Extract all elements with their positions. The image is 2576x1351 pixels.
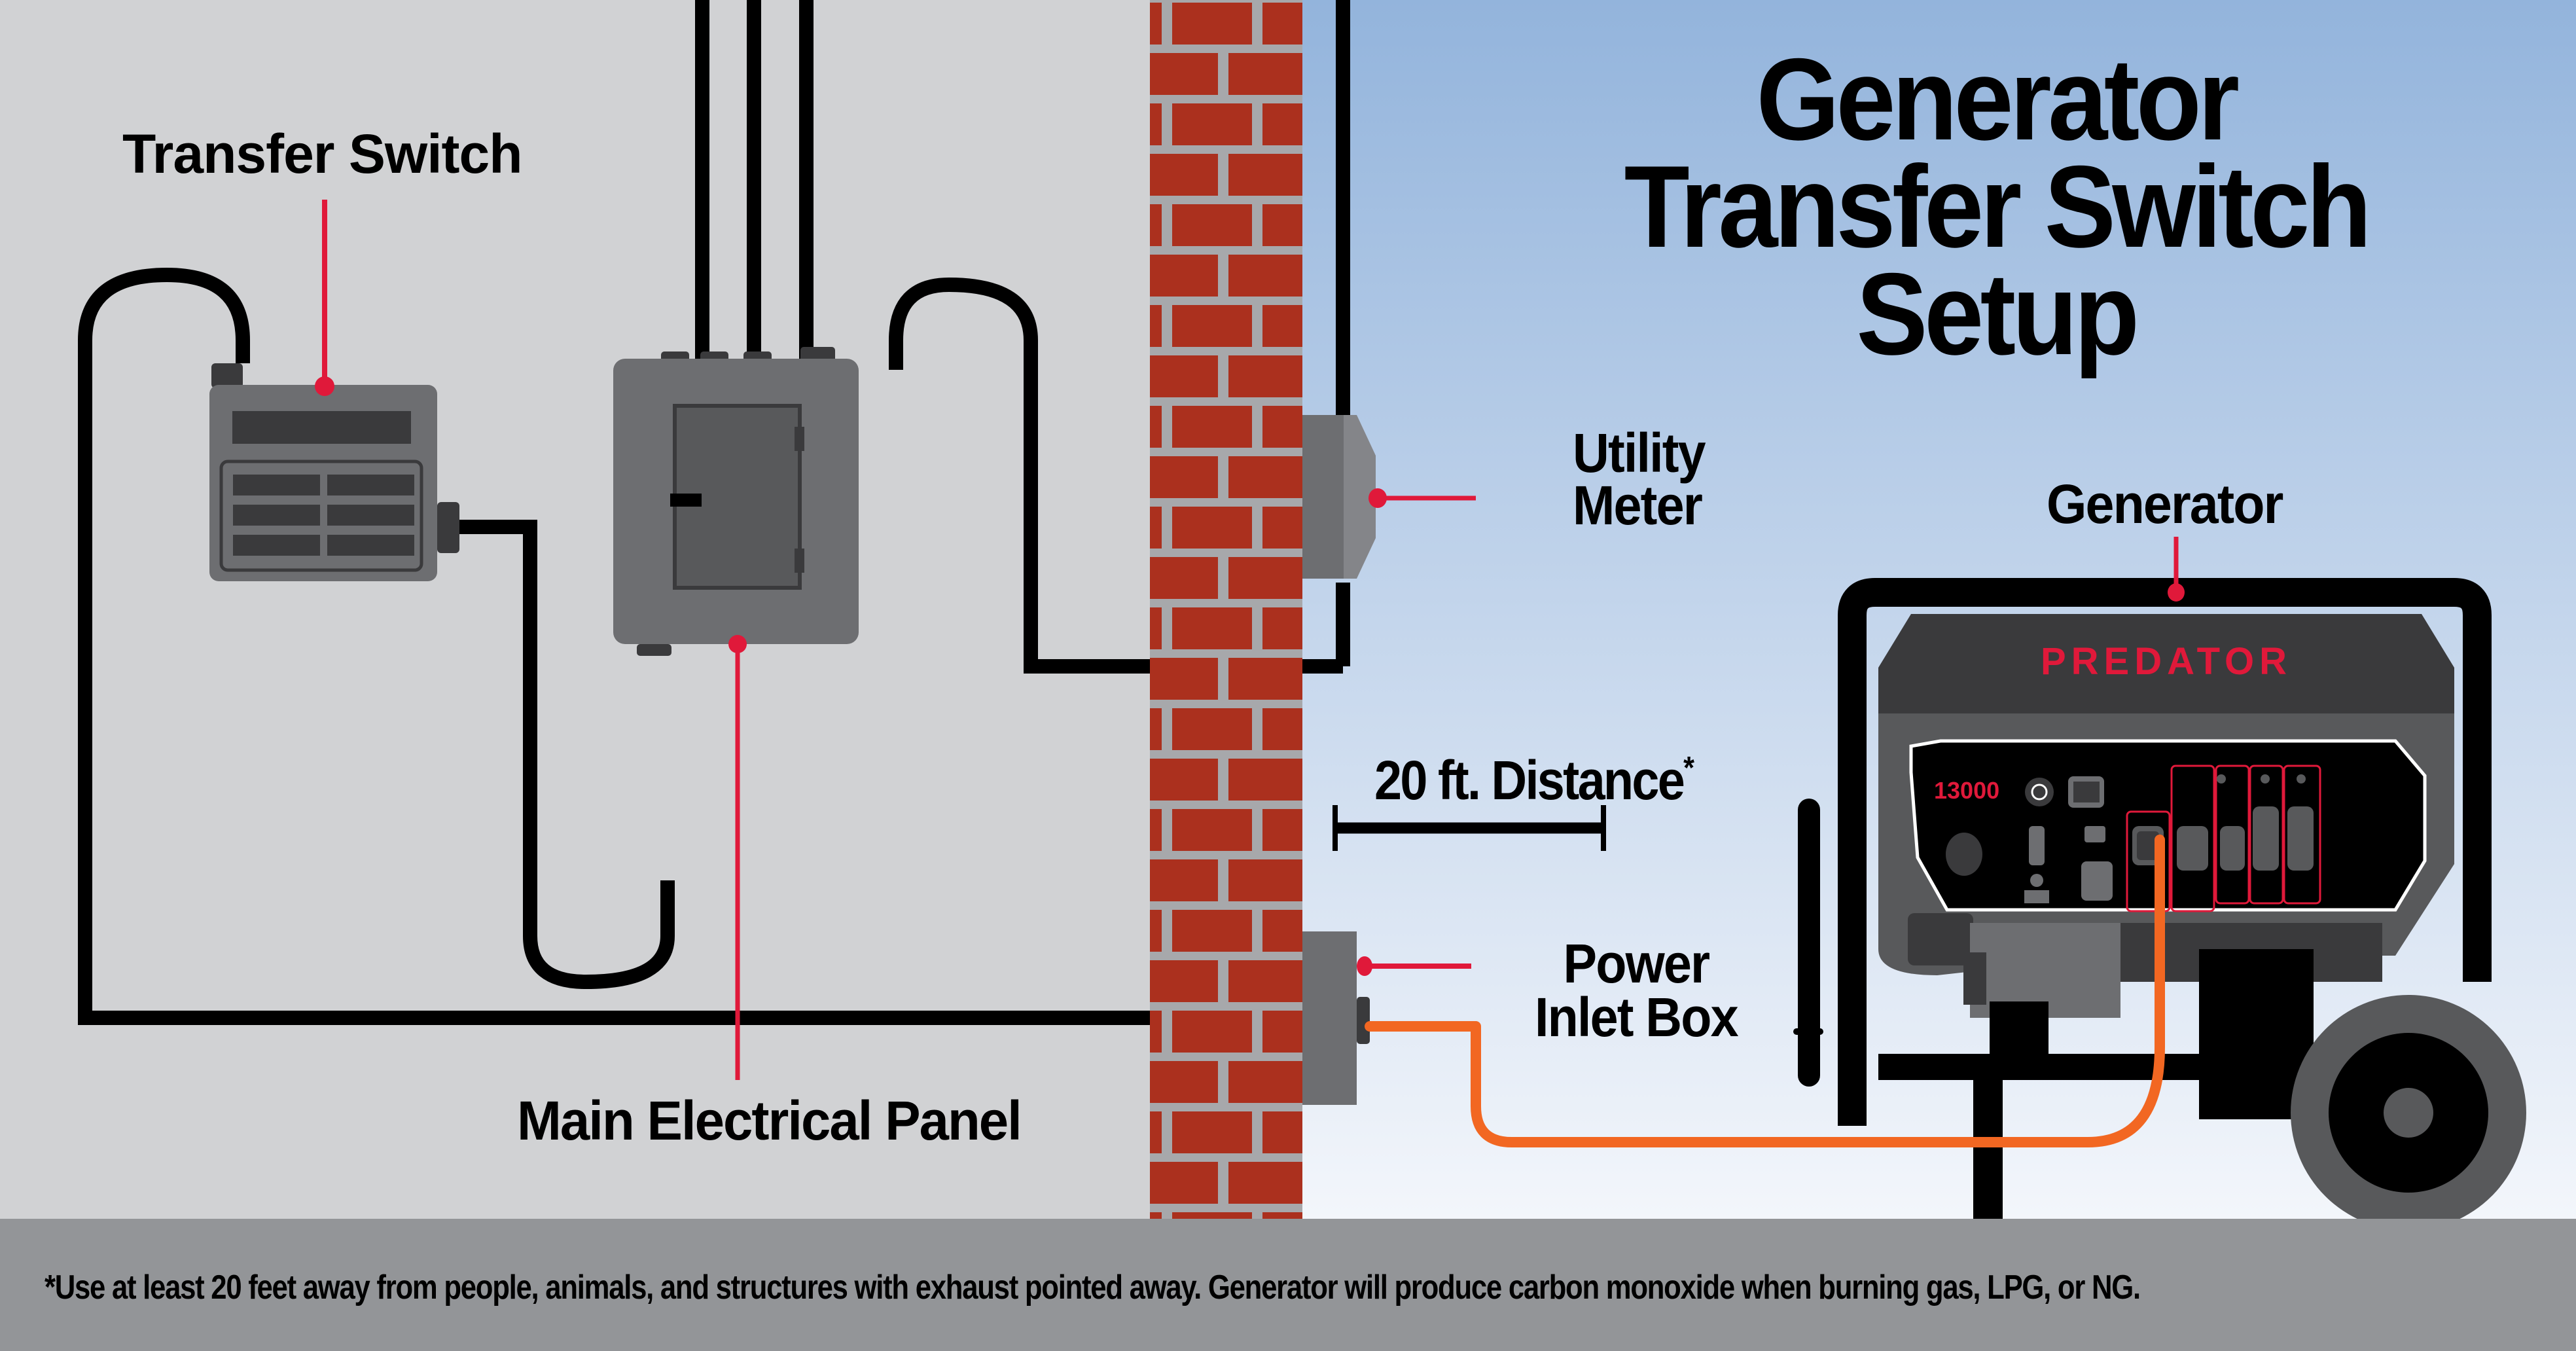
main-panel-device: [613, 347, 859, 656]
power-inlet-callout: [1357, 956, 1471, 976]
label-transfer-switch: Transfer Switch: [122, 123, 523, 185]
brick-wall: [1150, 0, 1302, 1219]
label-utility-meter: Utility Meter: [1573, 422, 1706, 536]
generator-model-text: 13000: [1934, 777, 1999, 804]
generator-device: PREDATOR 13000: [1793, 578, 2526, 1219]
label-power-inlet-line2: Inlet Box: [1535, 986, 1739, 1048]
utility-meter-callout: [1368, 488, 1476, 508]
power-inlet-device: [1302, 931, 1370, 1105]
main-panel-callout: [728, 635, 747, 1080]
generator-brand-text: PREDATOR: [2041, 640, 2292, 683]
utility-meter-device: [1302, 415, 1376, 579]
wiring: [78, 0, 1350, 1025]
label-power-inlet-line1: Power: [1563, 933, 1711, 994]
extension-cord: [1365, 835, 2165, 1147]
generator-brand: PREDATOR: [2041, 640, 2292, 683]
illustration: PREDATOR 13000: [78, 0, 2576, 1219]
page-title: Generator Transfer Switch Setup: [1563, 34, 2430, 379]
title-line-3: Setup: [1856, 248, 2139, 379]
label-utility-meter-line2: Meter: [1573, 475, 1703, 536]
label-distance-asterisk: *: [1683, 751, 1694, 785]
generator-callout: [2168, 537, 2185, 602]
footer-ground-bar: *Use at least 20 feet away from people, …: [0, 1219, 2576, 1351]
label-main-panel: Main Electrical Panel: [517, 1090, 1022, 1151]
label-power-inlet: Power Inlet Box: [1535, 933, 1739, 1048]
title-line-2: Transfer Switch: [1624, 141, 2372, 272]
label-utility-meter-line1: Utility: [1573, 422, 1706, 484]
label-generator: Generator: [2047, 473, 2283, 535]
label-distance-text: 20 ft. Distance: [1374, 749, 1685, 811]
title-line-1: Generator: [1756, 34, 2240, 164]
transfer-switch-device: [209, 363, 459, 581]
label-distance: 20 ft. Distance*: [1374, 751, 1694, 808]
distance-bar: [1333, 805, 1606, 851]
footer-note: *Use at least 20 feet away from people, …: [45, 1269, 2141, 1306]
transfer-switch-callout: [315, 200, 334, 396]
